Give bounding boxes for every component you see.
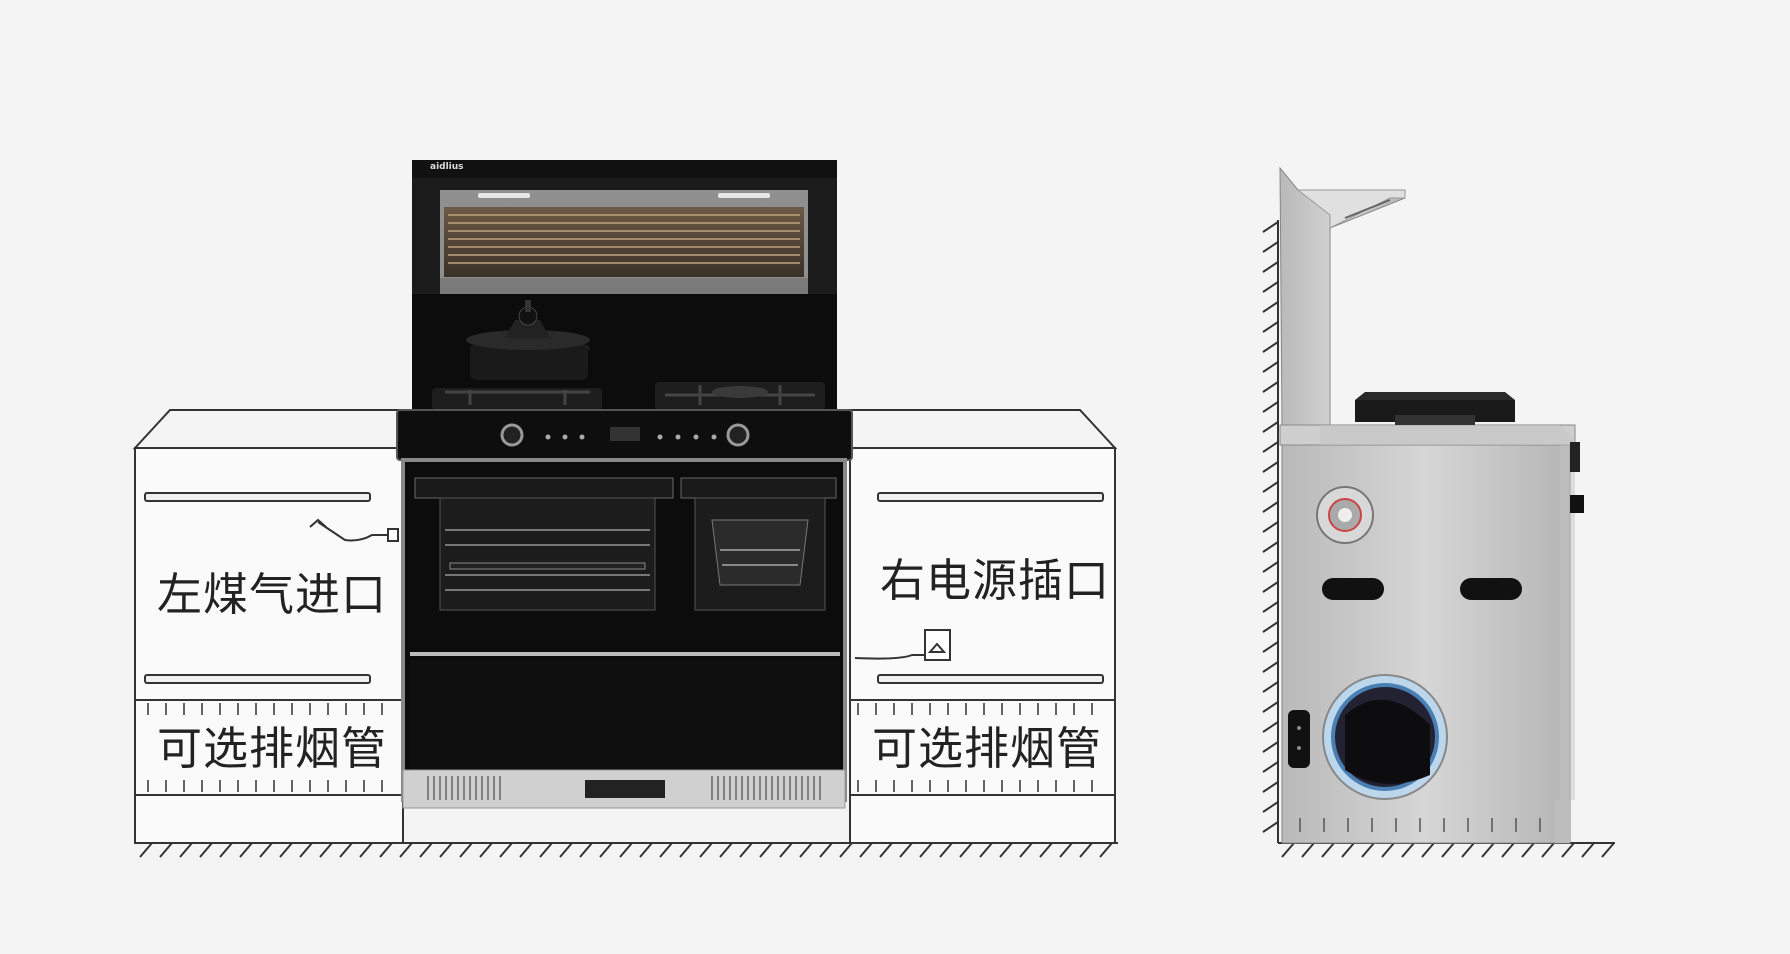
side-bottom-ticks (1299, 818, 1541, 832)
side-view (1262, 166, 1615, 858)
floor-hatching-side (1278, 842, 1615, 858)
right-power-socket-label: 右电源插口 (880, 554, 1111, 607)
left-gas-inlet-label: 左煤气进口 (157, 568, 388, 621)
power-socket-connector (854, 629, 951, 661)
right-cabinet-vent-lines (857, 703, 1093, 792)
hood-slats (448, 214, 800, 264)
left-cabinet-vent-lines (147, 703, 383, 792)
right-cabinet (849, 409, 1118, 844)
integrated-stove-front (396, 160, 853, 809)
control-dots (545, 434, 717, 440)
front-view (132, 160, 1118, 858)
oven-rack-lines (445, 529, 650, 591)
left-cabinet (132, 409, 404, 844)
floor-hatching-front (135, 842, 1118, 858)
gas-inlet-connector (309, 518, 399, 542)
plinth-grille (427, 776, 821, 800)
optional-exhaust-left-label: 可选排烟管 (157, 722, 388, 775)
integrated-stove-side (1279, 166, 1584, 844)
optional-exhaust-right-label: 可选排烟管 (872, 722, 1103, 775)
brand-mark: aidlius (430, 162, 464, 172)
wall-hatching (1262, 220, 1279, 843)
